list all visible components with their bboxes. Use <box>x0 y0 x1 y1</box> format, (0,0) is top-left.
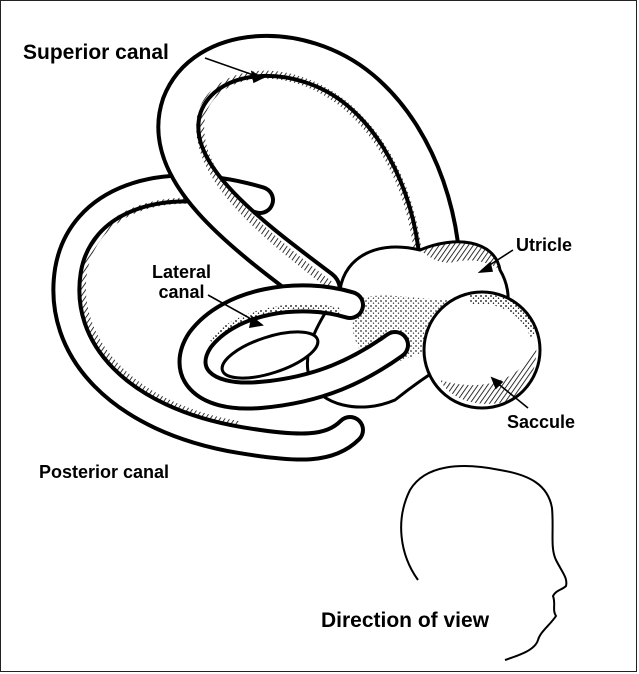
saccule-label: Saccule <box>507 413 575 433</box>
utricle-label: Utricle <box>516 236 572 256</box>
superior-canal-label: Superior canal <box>23 41 169 64</box>
direction-of-view-label: Direction of view <box>321 609 489 632</box>
saccule <box>424 292 540 408</box>
lateral-canal-label: Lateral canal <box>152 263 211 303</box>
lateral-canal-label-line2: canal <box>152 283 211 303</box>
lateral-canal-label-line1: Lateral <box>152 263 211 283</box>
posterior-canal-label: Posterior canal <box>39 463 169 483</box>
